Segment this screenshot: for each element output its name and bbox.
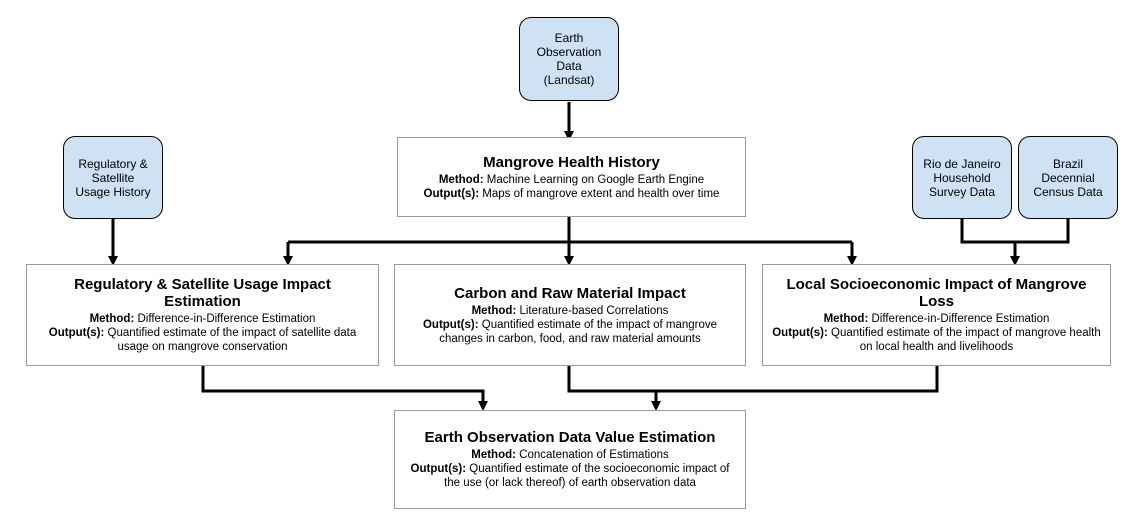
method-row: Method: Literature-based Correlations [471, 304, 669, 317]
box-title: Local Socioeconomic Impact of Mangrove L… [786, 276, 1087, 310]
brazil-census-source: Brazil Decennial Census Data [1018, 136, 1118, 219]
output-row: Output(s): Quantified estimate of the im… [772, 327, 1101, 353]
box-title: Carbon and Raw Material Impact [454, 284, 686, 302]
box-title: Mangrove Health History [483, 153, 660, 171]
regulatory-impact-box: Regulatory & Satellite Usage Impact Esti… [26, 264, 379, 366]
arrow-survey-census-merge [960, 219, 1070, 244]
arrow-carbon-socio-join [567, 366, 939, 393]
output-row: Output(s): Quantified estimate of the so… [410, 463, 730, 489]
box-title: Regulatory & Satellite Usage Impact Esti… [74, 276, 331, 310]
regulatory-usage-history-source: Regulatory & Satellite Usage History [63, 136, 163, 219]
eo-data-value-estimation-box: Earth Observation Data Value Estimation … [394, 410, 746, 509]
box-title: Earth Observation Data Value Estimation [424, 429, 716, 446]
method-row: Method: Machine Learning on Google Earth… [438, 173, 705, 186]
mangrove-health-history-box: Mangrove Health History Method: Machine … [397, 137, 746, 217]
output-row: Output(s): Maps of mangrove extent and h… [423, 187, 720, 200]
method-row: Method: Difference-in-Difference Estimat… [823, 313, 1050, 325]
arrow-regulatory-to-eo-value [201, 366, 488, 411]
method-row: Method: Concatenation of Estimations [471, 449, 669, 461]
socioeconomic-impact-box: Local Socioeconomic Impact of Mangrove L… [762, 264, 1111, 366]
rio-household-survey-source: Rio de Janeiro Household Survey Data [912, 136, 1012, 219]
output-row: Output(s): Quantified estimate of the im… [422, 318, 717, 345]
earth-observation-data-source: Earth Observation Data (Landsat) [519, 17, 619, 101]
carbon-raw-material-impact-box: Carbon and Raw Material Impact Method: L… [394, 264, 746, 366]
output-row: Output(s): Quantified estimate of the im… [48, 327, 357, 353]
method-row: Method: Difference-in-Difference Estimat… [89, 313, 316, 325]
